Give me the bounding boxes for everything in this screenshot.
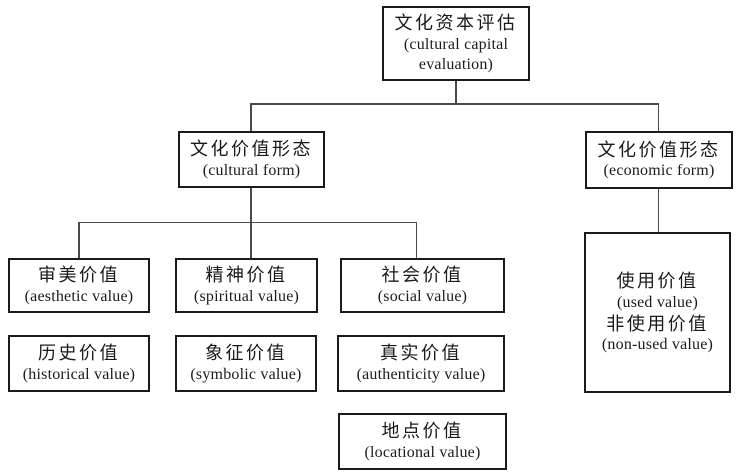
node-label-zh: 精神价值 [205,265,288,286]
node-aesthetic-value: 审美价值 (aesthetic value) [8,258,150,313]
node-spiritual-value: 精神价值 (spiritual value) [175,258,318,313]
connector-line [415,221,417,259]
node-label-en: (social value) [377,287,468,305]
node-symbolic-value: 象征价值 (symbolic value) [175,335,317,392]
connector-line [250,221,252,259]
node-label-en: (spiritual value) [193,287,300,305]
node-label-zh: 地点价值 [381,421,464,442]
node-label-zh: 历史价值 [38,343,120,364]
node-economic-form: 文化价值形态 (economic form) [585,131,733,189]
node-label-en: (authenticity value) [356,365,486,383]
connector-line [78,221,80,259]
node-label-zh: 非使用价值 [606,313,709,334]
node-label-en: (historical value) [22,365,136,383]
node-label-zh: 审美价值 [38,265,120,286]
node-label-en: (economic form) [603,162,715,180]
node-label-zh: 社会价值 [381,265,464,286]
connector-line [657,189,659,233]
connector-line [657,103,659,132]
node-label-en: (used value) [616,293,699,311]
node-cultural-capital-evaluation: 文化资本评估 (cultural capital evaluation) [382,6,530,81]
node-label-en: (non-used value) [601,336,714,353]
node-label-zh: 文化资本评估 [394,13,518,34]
node-label-zh: 使用价值 [616,271,699,291]
node-label-en: (symbolic value) [190,365,302,383]
connector-line [78,221,417,223]
connector-line [250,103,252,132]
node-label-zh: 真实价值 [380,343,462,364]
node-cultural-form: 文化价值形态 (cultural form) [178,131,325,188]
node-locational-value: 地点价值 (locational value) [338,413,507,470]
node-social-value: 社会价值 (social value) [340,258,505,313]
node-historical-value: 历史价值 (historical value) [8,335,150,392]
connector-line [250,103,659,105]
node-label-zh: 文化价值形态 [190,139,313,160]
connector-line [455,80,457,104]
node-label-en: (aesthetic value) [24,287,134,305]
node-authenticity-value: 真实价值 (authenticity value) [337,335,505,392]
node-label-en: (locational value) [364,443,481,461]
node-label-en: (cultural form) [202,161,301,179]
node-label-zh: 象征价值 [205,343,287,364]
node-label-zh: 文化价值形态 [597,139,721,160]
node-use-and-non-use-value: 使用价值 (used value) 非使用价值 (non-used value) [584,232,731,393]
connector-line [250,187,252,223]
node-label-en: (cultural capital evaluation) [403,35,509,73]
